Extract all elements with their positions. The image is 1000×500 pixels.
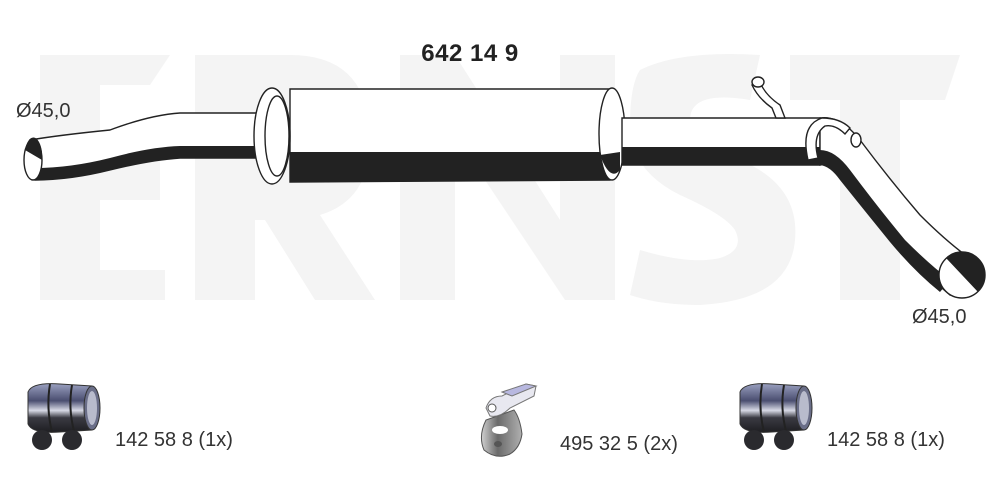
accessory-label: 142 58 8 (1x) (827, 429, 945, 451)
exhaust-silencer-drawing (23, 76, 986, 299)
accessory-label: 142 58 8 (1x) (115, 429, 233, 451)
inlet-diameter-label: Ø45,0 (16, 100, 71, 122)
accessory-item: 495 32 5 (2x) (470, 378, 678, 460)
rubber-mount-icon (480, 383, 538, 457)
accessory-item: 142 58 8 (1x) (20, 378, 233, 456)
accessory-label: 495 32 5 (2x) (560, 433, 678, 455)
pipe-clamp-icon (27, 383, 101, 450)
part-number: 642 14 9 (421, 40, 519, 67)
hanger-rod (751, 81, 787, 119)
pipe-clamp-icon (739, 383, 813, 450)
accessory-item: 142 58 8 (1x) (732, 378, 945, 456)
outlet-diameter-label: Ø45,0 (912, 306, 967, 328)
